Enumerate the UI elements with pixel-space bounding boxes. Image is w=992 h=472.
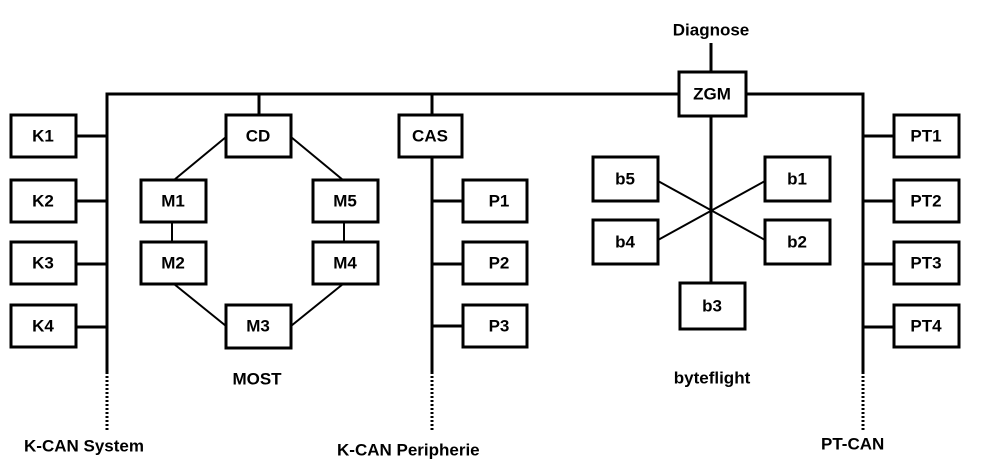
node-k2-box: [9, 178, 78, 224]
node-cd-box: [224, 113, 293, 159]
most-link-cd-m5: [290, 136, 344, 181]
node-m3[interactable]: M3: [224, 303, 293, 350]
node-m2[interactable]: M2: [139, 240, 208, 286]
node-cas[interactable]: CAS: [397, 113, 464, 159]
byteflight-link-b4-b1: [657, 180, 766, 241]
node-k3-box: [9, 240, 78, 286]
node-pt2-label: PT2: [910, 192, 941, 211]
most-label: MOST: [232, 370, 282, 389]
node-b1[interactable]: b1: [763, 155, 832, 203]
node-k3[interactable]: K3: [9, 240, 78, 286]
node-p1-box: [461, 178, 529, 224]
most-link-cd-m1: [173, 136, 227, 181]
node-zgm-label: ZGM: [693, 85, 731, 104]
node-b1-box: [763, 155, 832, 203]
node-pt3-box: [892, 240, 961, 286]
node-m1-label: M1: [161, 192, 185, 211]
node-zgm[interactable]: ZGM: [677, 70, 748, 118]
node-b3-box: [678, 281, 747, 331]
node-m1-box: [139, 178, 208, 224]
node-p2-box: [461, 240, 529, 286]
node-m2-box: [139, 240, 208, 286]
node-b5-label: b5: [615, 170, 635, 189]
node-k4[interactable]: K4: [9, 303, 78, 349]
node-pt3-label: PT3: [910, 254, 941, 273]
node-cas-box: [397, 113, 464, 159]
node-pt1-box: [892, 113, 961, 159]
node-pt2-box: [892, 178, 961, 224]
node-b2-box: [763, 218, 832, 266]
node-m3-label: M3: [246, 317, 270, 336]
node-k1-box: [9, 113, 78, 159]
node-b4[interactable]: b4: [591, 218, 660, 266]
node-k4-label: K4: [32, 317, 54, 336]
node-pt4-label: PT4: [910, 317, 942, 336]
node-pt3[interactable]: PT3: [892, 240, 961, 286]
node-p3-label: P3: [489, 317, 510, 336]
node-b4-label: b4: [615, 233, 635, 252]
node-pt1-label: PT1: [910, 127, 941, 146]
node-p3-box: [461, 303, 529, 349]
node-p1-label: P1: [489, 192, 510, 211]
node-b3[interactable]: b3: [678, 281, 747, 331]
node-b1-label: b1: [787, 170, 807, 189]
node-cd[interactable]: CD: [224, 113, 293, 159]
node-m5[interactable]: M5: [311, 178, 380, 224]
byteflight-label: byteflight: [674, 369, 751, 388]
node-p2[interactable]: P2: [461, 240, 529, 286]
node-k2-label: K2: [32, 192, 54, 211]
node-p3[interactable]: P3: [461, 303, 529, 349]
node-b5-box: [591, 155, 660, 203]
most-link-m2-m3: [173, 283, 227, 327]
node-k1[interactable]: K1: [9, 113, 78, 159]
node-m3-box: [224, 303, 293, 350]
node-cd-label: CD: [246, 127, 271, 146]
node-b2-label: b2: [787, 233, 807, 252]
node-m4[interactable]: M4: [311, 240, 380, 286]
node-b4-box: [591, 218, 660, 266]
node-p1[interactable]: P1: [461, 178, 529, 224]
most-link-m4-m3: [290, 283, 344, 327]
node-k2[interactable]: K2: [9, 178, 78, 224]
node-m5-box: [311, 178, 380, 224]
node-pt1[interactable]: PT1: [892, 113, 961, 159]
pt-can-label: PT-CAN: [821, 435, 884, 454]
backbone-bus-right: [746, 92, 865, 372]
k-can-peripherie-label: K-CAN Peripherie: [337, 441, 480, 460]
node-p2-label: P2: [489, 254, 510, 273]
node-m2-label: M2: [161, 254, 185, 273]
node-pt2[interactable]: PT2: [892, 178, 961, 224]
backbone-bus-left: [105, 92, 679, 372]
node-b2[interactable]: b2: [763, 218, 832, 266]
node-k3-label: K3: [32, 254, 54, 273]
node-m5-label: M5: [333, 192, 357, 211]
node-pt4-box: [892, 303, 961, 349]
node-b3-label: b3: [702, 297, 722, 316]
node-b5[interactable]: b5: [591, 155, 660, 203]
node-pt4[interactable]: PT4: [892, 303, 961, 349]
node-k1-label: K1: [32, 127, 54, 146]
k-can-system-label: K-CAN System: [24, 437, 144, 456]
node-m4-box: [311, 240, 380, 286]
node-m4-label: M4: [333, 254, 357, 273]
node-k4-box: [9, 303, 78, 349]
node-m1[interactable]: M1: [139, 178, 208, 224]
diagnose-label: Diagnose: [673, 21, 750, 40]
node-cas-label: CAS: [412, 127, 448, 146]
